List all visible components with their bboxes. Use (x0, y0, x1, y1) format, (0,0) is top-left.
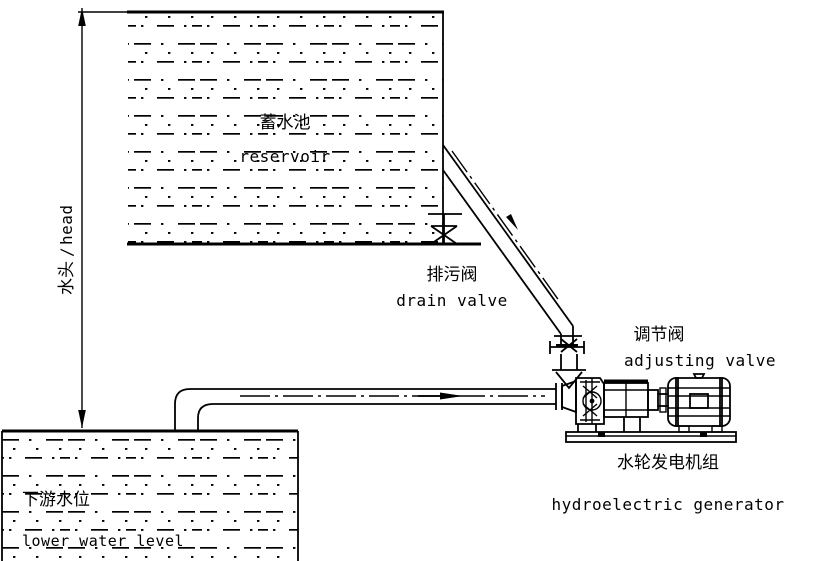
tailwater-fill (2, 432, 298, 561)
penstock-pipe (442, 144, 574, 344)
head-arrow-bottom (78, 410, 86, 428)
penstock-wall-lower (442, 169, 562, 335)
draft-tube-wall-outer (174, 388, 556, 478)
head-arrow-top (78, 8, 86, 26)
lower-water-label-cn: 下游水位 (22, 490, 90, 510)
lower-water-label-en: lower water level (22, 532, 184, 550)
head-dimension-line (78, 8, 128, 428)
adjusting-valve-symbol[interactable] (549, 335, 586, 390)
generator-label-en: hydroelectric generator (551, 495, 784, 514)
water-turbine (575, 377, 668, 425)
reservoir-water-fill (128, 12, 443, 244)
drain-valve-bowtie (430, 225, 458, 245)
reservoir-label-en: reservoir (239, 147, 330, 166)
draft-tube-pipe (174, 388, 556, 478)
penstock-centerline (451, 150, 561, 303)
adjusting-valve-cone (555, 371, 583, 390)
generator-label-cn: 水轮发电机组 (617, 453, 719, 473)
draft-tube-wall-inner (197, 403, 556, 478)
flow-arrow-draft-tube (440, 392, 463, 400)
drain-valve-symbol[interactable] (428, 213, 462, 245)
tailwater-basin (1, 429, 299, 561)
reservoir-tank (127, 10, 481, 246)
head-label-cn: 水头 (57, 261, 77, 295)
generator-body (667, 373, 731, 433)
adjusting-valve-label-en: adjusting valve (624, 351, 776, 370)
drain-valve-label-en: drain valve (396, 291, 507, 310)
adjusting-valve-flange-top (556, 344, 578, 348)
machine-baseplate (565, 417, 737, 443)
hydroelectric-generator-unit[interactable] (555, 373, 737, 443)
drain-valve-label-cn: 排污阀 (427, 265, 478, 285)
adjusting-valve-bowtie (560, 338, 578, 353)
flow-arrow-penstock (506, 214, 518, 230)
terminal-box (692, 373, 706, 379)
head-label-en: head (57, 204, 76, 245)
penstock-wall-upper (442, 144, 574, 327)
head-label-sep: / (57, 247, 76, 257)
adjusting-valve-label-cn: 调节阀 (634, 325, 685, 345)
shaft-coupling (647, 389, 659, 411)
reservoir-label-cn: 蓄水池 (260, 113, 311, 133)
head-label-group: 水头 / head (57, 204, 77, 295)
